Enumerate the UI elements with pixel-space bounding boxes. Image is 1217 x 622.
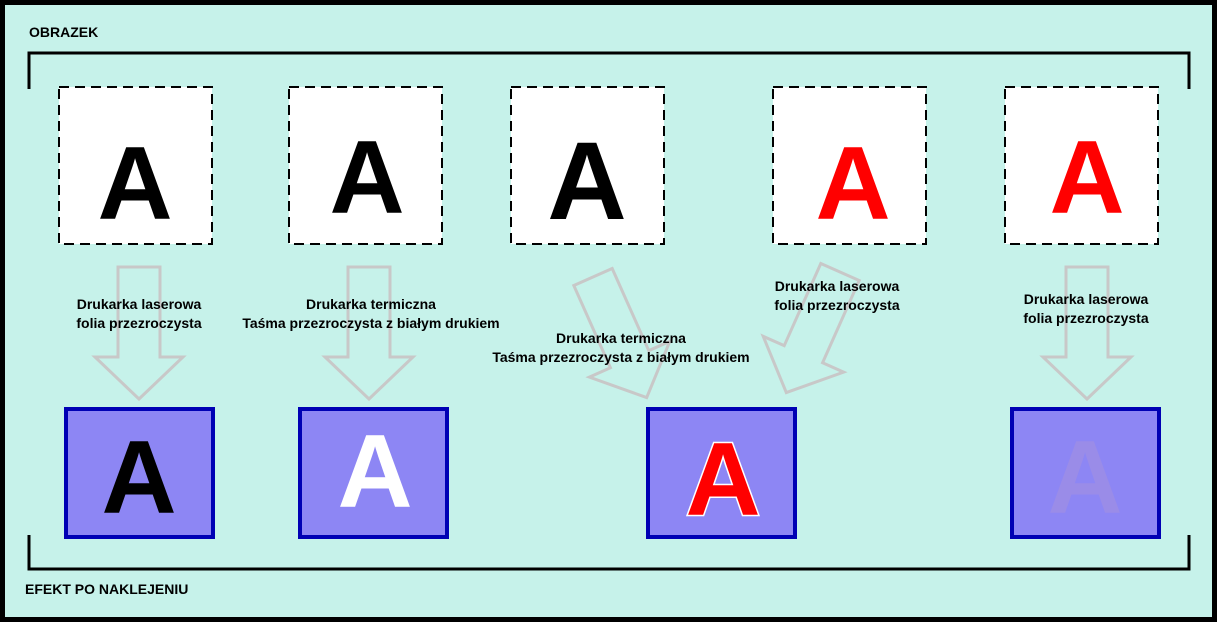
- arrow-label-3-line1: Drukarka termiczna: [556, 330, 686, 346]
- bracket-top: [27, 51, 1191, 89]
- arrow-label-3: Drukarka termiczna Taśma przezroczysta z…: [481, 329, 761, 367]
- result-letter-4: A: [1047, 420, 1122, 536]
- source-letter-5: A: [1049, 120, 1124, 236]
- arrow-label-5: Drukarka laserowa folia przezroczysta: [991, 290, 1181, 328]
- result-letter-3: A: [685, 422, 760, 538]
- arrow-label-1-line1: Drukarka laserowa: [76, 296, 202, 312]
- source-card-5: A: [1004, 86, 1159, 245]
- arrow-down-2: [323, 265, 415, 401]
- arrow-label-1-line2: folia przezroczysta: [76, 315, 202, 331]
- arrow-down-1: [93, 265, 185, 401]
- result-box-2: A: [298, 407, 449, 539]
- heading-source: OBRAZEK: [29, 24, 99, 40]
- arrow-label-1: Drukarka laserowa folia przezroczysta: [44, 295, 234, 333]
- source-card-3: A: [510, 86, 665, 245]
- arrow-label-4: Drukarka laserowa folia przezroczysta: [742, 277, 932, 315]
- arrow-label-5-line2: folia przezroczysta: [1023, 310, 1149, 326]
- arrow-label-2: Drukarka termiczna Taśma przezroczysta z…: [231, 295, 511, 333]
- source-letter-2: A: [329, 120, 404, 236]
- result-letter-2: A: [337, 414, 412, 530]
- arrow-down-5: [1041, 265, 1133, 401]
- source-letter-1: A: [97, 126, 172, 242]
- arrow-label-5-line1: Drukarka laserowa: [1023, 291, 1149, 307]
- result-box-1: A: [64, 407, 215, 539]
- result-letter-1: A: [101, 420, 176, 536]
- source-card-2: A: [288, 86, 443, 245]
- source-card-1: A: [58, 86, 213, 245]
- bracket-bottom: [27, 535, 1191, 571]
- arrow-label-2-line2: Taśma przezroczysta z białym drukiem: [242, 315, 500, 331]
- heading-result: EFEKT PO NAKLEJENIU: [25, 581, 189, 597]
- source-letter-3: A: [547, 120, 626, 243]
- arrow-label-4-line1: Drukarka laserowa: [774, 278, 900, 294]
- diagram-svg: A A A A A A A: [27, 51, 1191, 571]
- result-box-3: A: [646, 407, 797, 540]
- source-letter-4: A: [815, 126, 890, 242]
- arrow-label-3-line2: Taśma przezroczysta z białym drukiem: [492, 349, 750, 365]
- result-box-4: A: [1010, 407, 1161, 539]
- arrow-label-2-line1: Drukarka termiczna: [306, 296, 436, 312]
- source-card-4: A: [772, 86, 927, 245]
- arrow-label-4-line2: folia przezroczysta: [774, 297, 900, 313]
